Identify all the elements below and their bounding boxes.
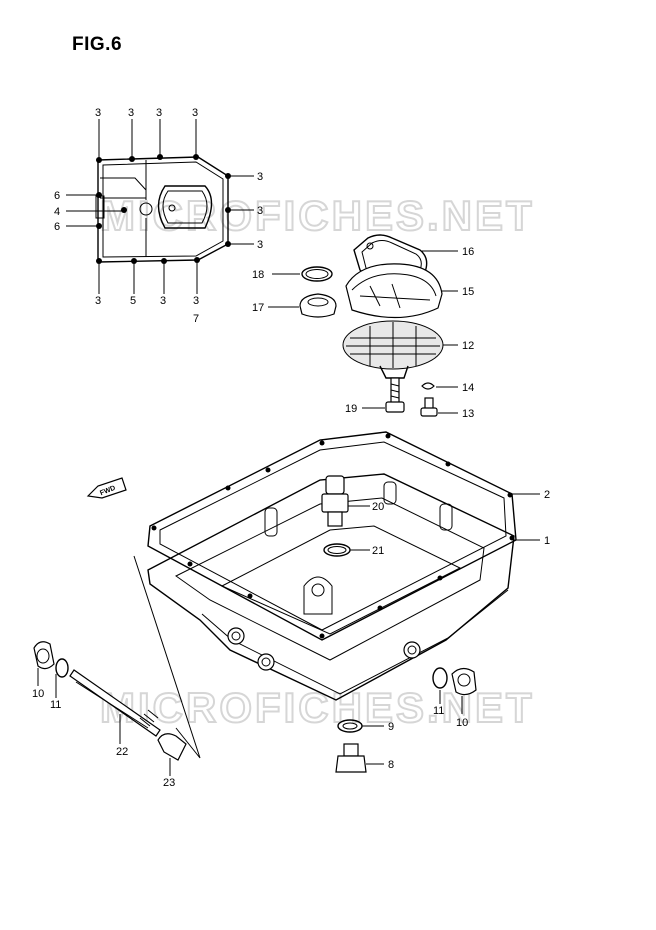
drain-parts [33, 641, 477, 776]
callout-18: 18 [252, 269, 264, 281]
callout-7: 7 [193, 313, 199, 325]
oil-pan [133, 431, 540, 759]
callout-3: 3 [193, 295, 199, 307]
callout-1: 1 [544, 535, 550, 547]
watermark-top: MICROFICHES.NET [100, 192, 535, 239]
gasket-detail [66, 119, 254, 294]
callout-10: 10 [32, 688, 44, 700]
callout-3: 3 [95, 107, 101, 119]
callout-6: 6 [54, 221, 60, 233]
callout-13: 13 [462, 408, 474, 420]
callout-3: 3 [192, 107, 198, 119]
callout-22: 22 [116, 746, 128, 758]
callout-16: 16 [462, 246, 474, 258]
callout-5: 5 [130, 295, 136, 307]
callout-20: 20 [372, 501, 384, 513]
callout-labels: 3 3 3 3 3 3 3 6 4 6 3 5 3 3 7 16 18 15 1… [32, 107, 550, 789]
fwd-arrow-icon: FWD [86, 477, 127, 499]
callout-3: 3 [95, 295, 101, 307]
callout-14: 14 [462, 382, 474, 394]
callout-3: 3 [160, 295, 166, 307]
strainer-assembly [268, 234, 458, 417]
callout-3: 3 [257, 171, 263, 183]
callout-10: 10 [456, 717, 468, 729]
callout-19: 19 [345, 403, 357, 415]
callout-3: 3 [257, 205, 263, 217]
callout-11: 11 [433, 705, 444, 717]
callout-9: 9 [388, 721, 394, 733]
figure-title: FIG.6 [72, 34, 123, 55]
callout-15: 15 [462, 286, 474, 298]
callout-6: 6 [54, 190, 60, 202]
callout-3: 3 [128, 107, 134, 119]
callout-11: 11 [50, 699, 61, 711]
callout-12: 12 [462, 340, 474, 352]
callout-17: 17 [252, 302, 264, 314]
callout-21: 21 [372, 545, 384, 557]
callout-3: 3 [156, 107, 162, 119]
callout-4: 4 [54, 206, 60, 218]
callout-8: 8 [388, 759, 394, 771]
callout-23: 23 [163, 777, 175, 789]
callout-3: 3 [257, 239, 263, 251]
callout-2: 2 [544, 489, 550, 501]
